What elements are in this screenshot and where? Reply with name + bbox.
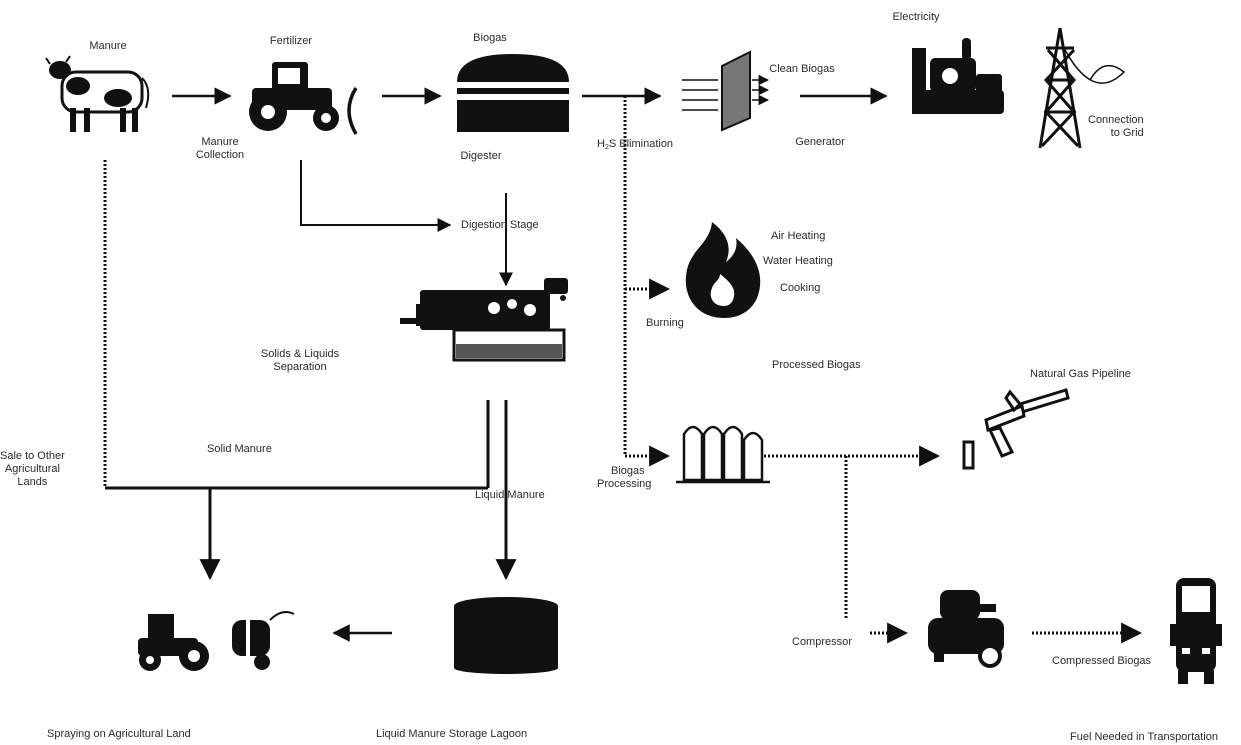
label-solids-line1: Solids & Liquids: [260, 348, 340, 360]
label-biogas-processing: Biogas Processing: [597, 465, 651, 491]
label-sale-line1: Sale to Other: [0, 450, 65, 462]
label-connection-line1: Connection: [1088, 114, 1144, 126]
bus-icon: [1170, 578, 1222, 684]
label-spraying: Spraying on Agricultural Land: [47, 728, 191, 740]
label-digester: Digester: [460, 150, 502, 162]
label-sale-line2: Agricultural: [4, 463, 60, 475]
generator-icon: [912, 38, 1004, 114]
label-connection-to-grid: Connection to Grid: [1088, 114, 1144, 140]
label-solids-liquids-separation: Solids & Liquids Separation: [261, 348, 339, 374]
h2s-filter-icon: [682, 50, 770, 132]
label-water-heating: Water Heating: [763, 255, 833, 267]
processing-columns-icon: [676, 425, 770, 484]
label-solid-manure: Solid Manure: [207, 443, 272, 455]
arrow-collection-to-digestion: [300, 160, 452, 232]
label-burning: Burning: [646, 317, 684, 329]
label-fuel-transport: Fuel Needed in Transportation: [1070, 731, 1218, 743]
label-clean-biogas: Clean Biogas: [769, 63, 835, 75]
label-h2s-h: H: [597, 138, 605, 150]
label-sale-other-lands: Sale to Other Agricultural Lands: [0, 450, 65, 489]
label-biogas: Biogas: [473, 32, 507, 44]
separator-machine-icon: [400, 278, 568, 362]
label-manure-collection-line2: Collection: [195, 149, 245, 161]
label-manure-collection: Manure Collection: [196, 136, 244, 162]
label-generator: Generator: [795, 136, 845, 148]
label-connection-line2: to Grid: [1110, 127, 1144, 139]
compressor-icon: [928, 590, 1004, 668]
label-lagoon: Liquid Manure Storage Lagoon: [376, 728, 528, 740]
connectors: [103, 87, 1143, 644]
label-natural-gas-pipeline: Natural Gas Pipeline: [1030, 368, 1131, 380]
label-sale-line3: Lands: [17, 476, 48, 488]
label-digestion-stage: Digestion Stage: [461, 219, 539, 231]
label-manure: Manure: [89, 40, 127, 52]
label-h2s-elimination: H2S Elimination: [597, 138, 673, 154]
label-biogas-processing-line1: Biogas: [611, 465, 645, 477]
label-compressor: Compressor: [792, 636, 852, 648]
flame-icon: [685, 222, 761, 318]
label-cooking: Cooking: [780, 282, 821, 294]
digester-tank-icon: [457, 54, 569, 132]
label-electricity: Electricity: [892, 11, 940, 23]
label-compressed-biogas: Compressed Biogas: [1052, 655, 1152, 667]
label-biogas-processing-line2: Processing: [597, 478, 652, 490]
tractor-icon: [249, 62, 358, 135]
label-liquid-manure: Liquid Manure: [475, 489, 545, 501]
power-tower-icon: [1038, 27, 1126, 149]
pipeline-icon: [962, 388, 1070, 470]
label-manure-collection-line1: Manure: [201, 136, 239, 148]
lagoon-tank-icon: [454, 597, 558, 674]
label-h2s-sub: 2: [604, 144, 609, 151]
label-fertilizer: Fertilizer: [269, 35, 313, 47]
sprayer-tractor-icon: [138, 611, 295, 671]
label-solids-line2: Separation: [273, 361, 327, 373]
label-air-heating: Air Heating: [771, 230, 826, 242]
label-h2s-rest: S Elimination: [608, 138, 674, 150]
label-processed-biogas: Processed Biogas: [772, 359, 861, 371]
cow-icon: [45, 55, 150, 132]
